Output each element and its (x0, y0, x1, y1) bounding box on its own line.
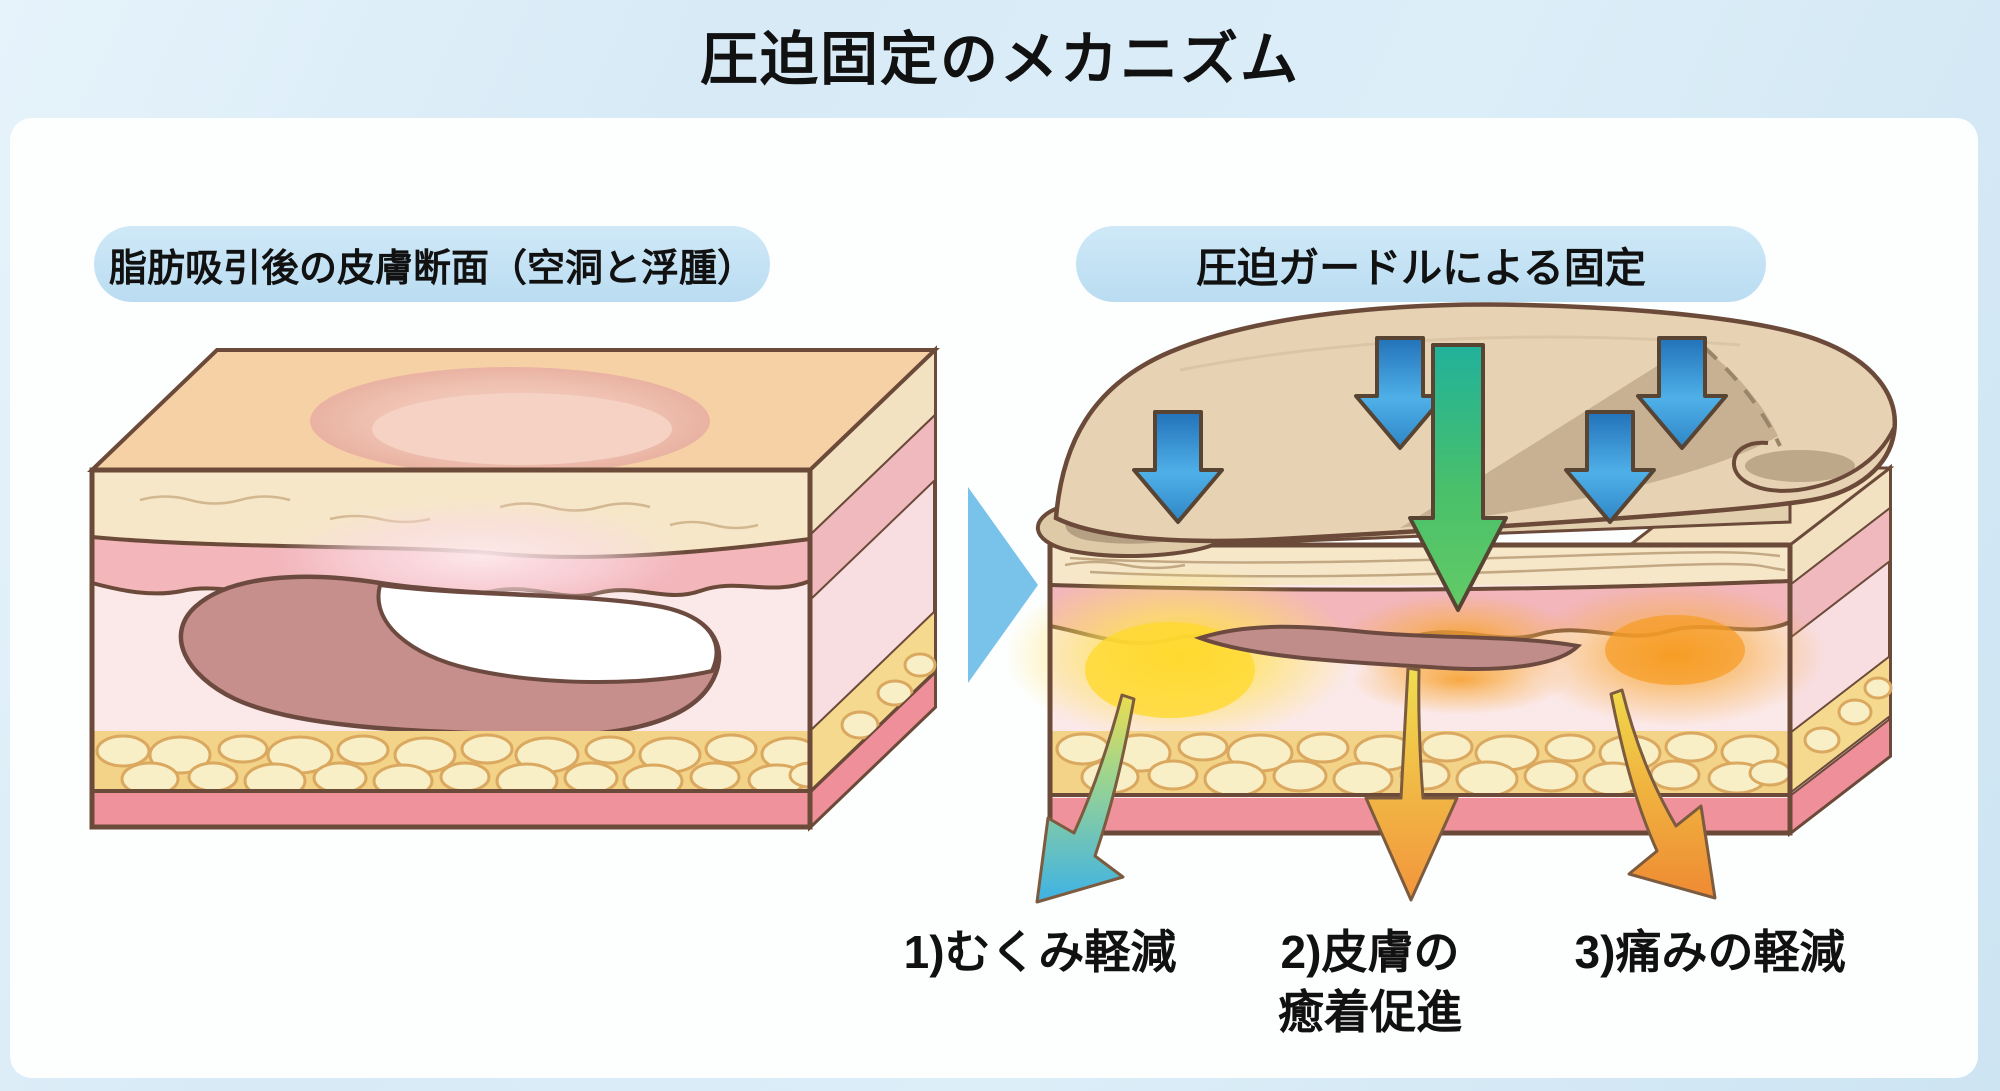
adhesion-site (1193, 624, 1583, 672)
cavity (178, 574, 722, 738)
compression-arrow-icon (1354, 336, 1446, 450)
side-face (808, 345, 937, 832)
left-panel-header-label: 脂肪吸引後の皮膚断面（空洞と浮腫） (108, 247, 755, 290)
front-face-outline (1047, 542, 1793, 836)
right-panel-header: 圧迫ガードルによる固定 (1076, 226, 1766, 302)
result-arrows (1035, 666, 1717, 904)
front-face (89, 467, 813, 830)
compression-arrows (1132, 336, 1728, 524)
after-skin-illustration (968, 302, 1898, 904)
pain-relief-arrow-icon (1609, 688, 1717, 900)
fat-layer (92, 731, 810, 793)
page-title: 圧迫固定のメカニズム (699, 27, 1300, 92)
before-skin-illustration (87, 345, 940, 832)
adhesion-arrow-icon (1364, 666, 1459, 902)
pain-glow-core (1605, 615, 1745, 685)
right-panel-header-label: 圧迫ガードルによる固定 (1196, 245, 1646, 291)
skin-block-before (87, 345, 940, 832)
drainage-arrow-icon (1035, 693, 1136, 904)
penetration-arrow-icon (1408, 343, 1508, 612)
girdle-roll-curl (1732, 427, 1896, 493)
edema-glow-core (1085, 622, 1255, 718)
cavity-void (376, 582, 719, 684)
muscle-layer (92, 793, 810, 827)
girdle-stitch-dashes (1703, 346, 1782, 447)
girdle-roll-shadow (1745, 450, 1855, 482)
compression-arrow-icon (1636, 336, 1728, 450)
front-face (1005, 542, 1825, 836)
side-face (1788, 463, 1893, 838)
edema-bump (310, 367, 710, 470)
front-face-outline (89, 467, 813, 830)
skin-block-after (1005, 302, 1898, 904)
compression-arrow-icon (1132, 410, 1224, 524)
compression-arrow-icon (1564, 410, 1656, 524)
transition-arrow-icon (968, 487, 1038, 683)
left-panel-header: 脂肪吸引後の皮膚断面（空洞と浮腫） (94, 226, 770, 302)
